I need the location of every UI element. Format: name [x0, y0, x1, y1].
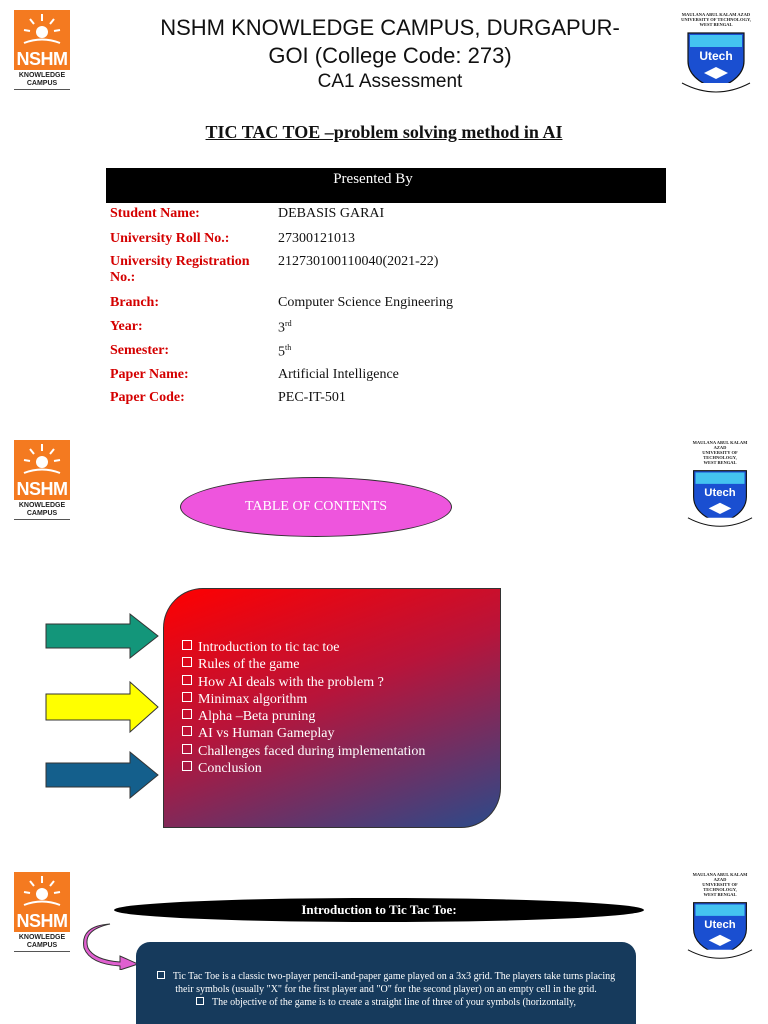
utech-shield-icon: Utech — [687, 902, 753, 959]
intro-panel: Tic Tac Toe is a classic two-player penc… — [136, 942, 636, 1024]
label-paper-code: Paper Code: — [110, 390, 185, 405]
topic-heading: TIC TAC TOE –problem solving method in A… — [205, 122, 563, 142]
toc-title: TABLE OF CONTENTS — [245, 499, 387, 514]
makaut-logo: MAULANA ABUL KALAM AZAD UNIVERSITY OF TE… — [680, 12, 752, 102]
intro-list: Tic Tac Toe is a classic two-player penc… — [150, 970, 622, 1009]
arrow-2 — [45, 680, 159, 734]
toc-item[interactable]: Rules of the game — [182, 656, 425, 673]
svg-text:Utech: Utech — [704, 919, 735, 931]
sun-icon — [14, 440, 70, 478]
svg-text:Utech: Utech — [699, 49, 732, 63]
toc-item[interactable]: How AI deals with the problem ? — [182, 674, 425, 691]
value-registration-no: 212730100110040(2021-22) — [278, 254, 439, 269]
utech-shield-icon: Utech — [681, 32, 751, 93]
title-line-3: CA1 Assessment — [317, 71, 463, 92]
value-paper-code: PEC-IT-501 — [278, 390, 346, 405]
makaut-logo: MAULANA ABUL KALAM AZAD UNIVERSITY OF TE… — [686, 872, 754, 968]
value-semester: 5th — [278, 343, 292, 360]
curved-arrow-icon — [83, 923, 140, 970]
arrow-icon — [45, 680, 159, 734]
makaut-logo: MAULANA ABUL KALAM AZAD UNIVERSITY OF TE… — [686, 440, 754, 536]
toc-item[interactable]: Introduction to tic tac toe — [182, 639, 425, 656]
toc-title-ellipse: TABLE OF CONTENTS — [180, 477, 452, 537]
presented-by-label: Presented By — [333, 171, 413, 187]
toc-item[interactable]: AI vs Human Gameplay — [182, 725, 425, 742]
intro-banner-title: Introduction to Tic Tac Toe: — [301, 902, 457, 917]
svg-text:Utech: Utech — [704, 487, 735, 499]
label-roll-no: University Roll No.: — [110, 231, 230, 246]
title-line-2: GOI (College Code: 273) — [268, 43, 512, 68]
value-year: 3rd — [278, 319, 292, 336]
presented-by-bar: Presented By — [106, 168, 666, 203]
info-table: Student Name: DEBASIS GARAI University Ro… — [110, 206, 666, 413]
toc-item[interactable]: Alpha –Beta pruning — [182, 708, 425, 725]
value-branch: Computer Science Engineering — [278, 295, 453, 310]
intro-bullet: The objective of the game is to create a… — [150, 996, 622, 1009]
toc-item[interactable]: Conclusion — [182, 760, 425, 777]
value-student-name: DEBASIS GARAI — [278, 206, 385, 221]
intro-banner: Introduction to Tic Tac Toe: — [114, 898, 644, 922]
arrow-icon — [45, 750, 159, 800]
label-paper-name: Paper Name: — [110, 367, 189, 382]
arrow-icon — [45, 612, 159, 660]
label-semester: Semester: — [110, 343, 170, 358]
nshm-wordmark: NSHM — [14, 48, 70, 70]
sun-icon — [14, 10, 70, 48]
header-title: NSHM KNOWLEDGE CAMPUS, DURGAPUR- GOI (Co… — [120, 14, 660, 94]
label-student-name: Student Name: — [110, 206, 200, 221]
label-registration-no: University Registration No.: — [110, 254, 250, 285]
toc-item[interactable]: Challenges faced during implementation — [182, 743, 425, 760]
title-line-1: NSHM KNOWLEDGE CAMPUS, DURGAPUR- — [160, 15, 620, 40]
intro-bullet: Tic Tac Toe is a classic two-player penc… — [150, 970, 622, 996]
sun-icon — [14, 872, 70, 910]
arrow-3 — [45, 750, 159, 800]
toc-panel: Introduction to tic tac toe Rules of the… — [163, 588, 501, 828]
toc-item[interactable]: Minimax algorithm — [182, 691, 425, 708]
label-branch: Branch: — [110, 295, 159, 310]
label-year: Year: — [110, 319, 143, 334]
arrow-1 — [45, 612, 159, 660]
utech-shield-icon: Utech — [687, 470, 753, 527]
value-paper-name: Artificial Intelligence — [278, 367, 399, 382]
toc-list: Introduction to tic tac toe Rules of the… — [182, 639, 425, 777]
value-roll-no: 27300121013 — [278, 231, 355, 246]
